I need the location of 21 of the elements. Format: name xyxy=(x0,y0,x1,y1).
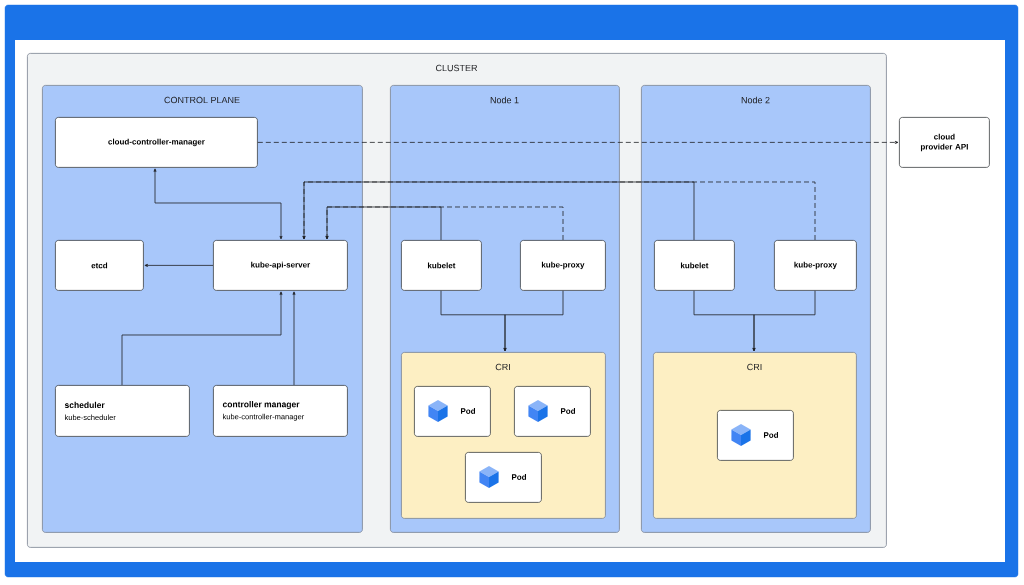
pod-box: Pod xyxy=(514,386,591,437)
pod-box: Pod xyxy=(414,386,491,437)
pod-box: Pod xyxy=(465,452,542,503)
component-box: kubelet xyxy=(401,240,482,291)
component-box: kube-proxy xyxy=(520,240,606,291)
arrow xyxy=(153,168,283,240)
arrow xyxy=(752,290,816,352)
component-box: cloud-controller-manager xyxy=(55,117,258,168)
arrow xyxy=(503,290,564,352)
arrow xyxy=(292,291,296,386)
arrow xyxy=(257,140,899,144)
pod-box: Pod xyxy=(717,410,794,461)
component-box: cloud provider API xyxy=(899,117,990,168)
arrow xyxy=(302,181,695,241)
arrow xyxy=(325,206,442,241)
component-box: kube-api-server xyxy=(213,240,348,291)
component-box: etcd xyxy=(55,240,144,291)
arrow xyxy=(144,263,214,267)
component-box: kubelet xyxy=(654,240,735,291)
component-box: kube-proxy xyxy=(774,240,857,291)
arrow xyxy=(121,291,283,386)
